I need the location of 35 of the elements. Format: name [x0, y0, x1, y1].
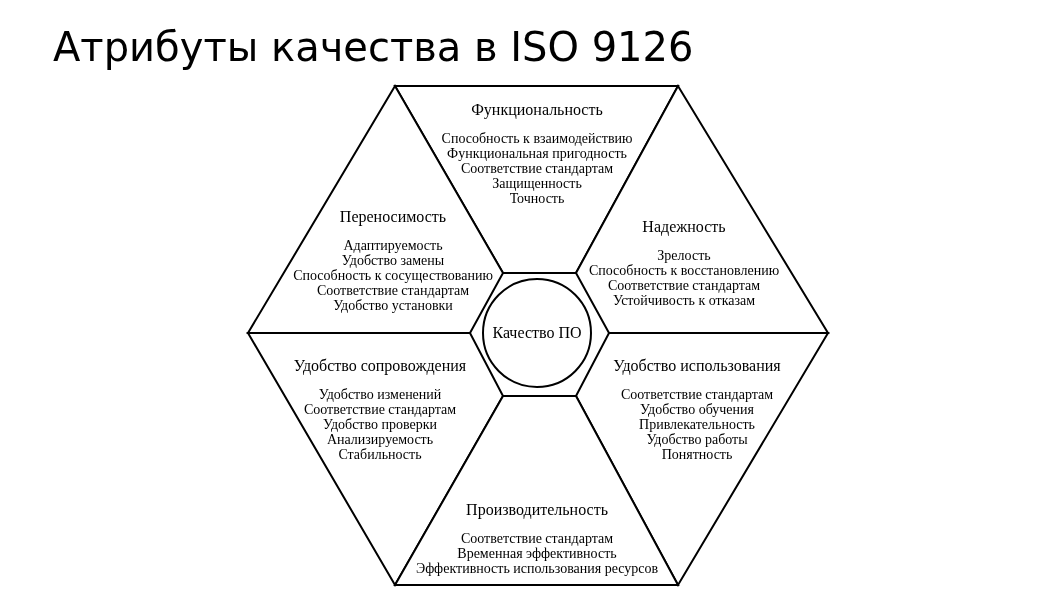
attribute-text: Соответствие стандартам [620, 387, 774, 402]
attribute-text: Соответствие стандартам [460, 161, 614, 176]
attribute-text: Удобство обучения [640, 402, 754, 417]
attribute-text: Удобство работы [646, 432, 748, 447]
attribute-text: Удобство проверки [322, 417, 438, 432]
attribute-text: Соответствие стандартам [460, 531, 614, 546]
category-heading: Производительность [466, 500, 608, 520]
attribute-text: Способность к взаимодействию [441, 131, 633, 146]
attribute-text: Соответствие стандартам [316, 283, 470, 298]
attribute-text: Способность к сосуществованию [293, 268, 493, 283]
attribute-text: Точность [509, 191, 565, 206]
attribute-text: Способность к восстановлению [588, 263, 780, 278]
category-heading: Функциональность [471, 100, 603, 120]
attribute-text: Стабильность [338, 447, 422, 462]
attribute-text: Удобство установки [333, 298, 453, 313]
attribute-text: Устойчивость к отказам [612, 293, 756, 308]
category-heading: Удобство сопровождения [293, 356, 467, 376]
category-heading: Удобство использования [613, 356, 781, 376]
attribute-text: Соответствие стандартам [303, 402, 457, 417]
attribute-text: Зрелость [657, 248, 711, 263]
category-heading: Надежность [642, 217, 726, 237]
attribute-text: Понятность [661, 447, 733, 462]
attribute-text: Временная эффективность [457, 546, 617, 561]
category-heading: Переносимость [339, 207, 447, 227]
attribute-text: Функциональная пригодность [447, 146, 627, 161]
attribute-text: Привлекательность [639, 417, 755, 432]
attribute-text: Соответствие стандартам [607, 278, 761, 293]
attribute-text: Эффективность использования ресурсов [415, 561, 659, 576]
title: Атрибуты качества в ISO 9126 [53, 23, 694, 72]
attribute-text: Защищенность [492, 176, 582, 191]
attribute-text: Удобство замены [341, 253, 445, 268]
attribute-text: Адаптируемость [343, 238, 443, 253]
attribute-text: Анализируемость [326, 432, 434, 447]
center-label: Качество ПО [492, 323, 582, 343]
attribute-text: Удобство изменений [318, 387, 442, 402]
